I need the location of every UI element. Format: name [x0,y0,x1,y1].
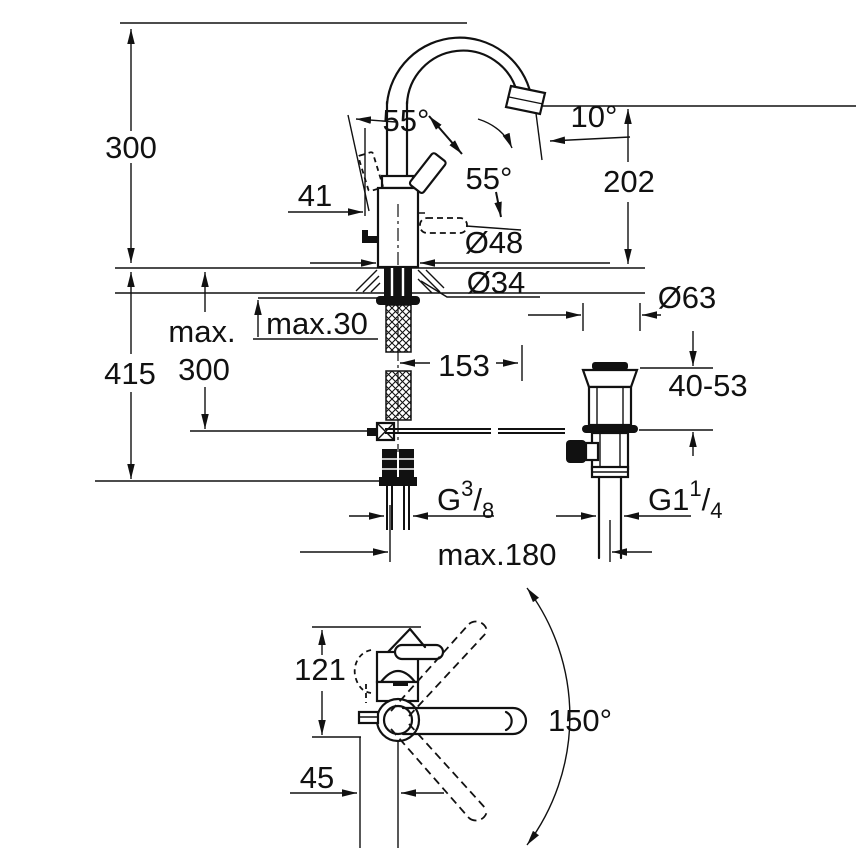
hose-nut-flange [379,477,417,486]
dim-label-dia34: Ø34 [467,265,526,300]
dim-g38: G3/8 [349,476,494,523]
dim-dia48: Ø48 [310,225,610,267]
drain-tailpipe [597,475,623,560]
dim-300: 300 [105,29,157,263]
thread-label-g38: G3/8 [437,476,494,523]
handle-dashed-outline [353,649,372,694]
rod-knob [566,440,586,463]
supply-hoses [386,486,410,530]
lever-top-view [393,643,445,661]
dim-40-53: 40-53 [639,331,748,456]
spout-pipe [385,100,409,178]
dim-label-dia48: Ø48 [465,225,524,260]
dim-label-415: 415 [104,356,156,391]
dim-label-max: max. [168,314,235,349]
lever-handle-horizontal-dashed [419,217,468,234]
drain-top-cap [592,362,628,370]
wall-reference-lines [359,737,399,848]
dim-202: 202 [603,109,655,264]
dim-45: 45 [290,760,444,797]
angle-label-150deg: 150° [548,703,612,738]
dim-label-300: 300 [105,130,157,165]
hose-nut-right [399,449,414,484]
spout-outer-arc [385,36,533,106]
dim-max180: max.180 [300,505,652,572]
threaded-shank-lower [385,370,412,421]
dim-label-40-53: 40-53 [668,368,747,403]
dim-121: 121 [294,626,421,738]
threaded-shank-upper [385,304,412,353]
dim-41: 41 [288,128,425,217]
swivel-base-inner [382,704,414,736]
dim-label-202: 202 [603,164,655,199]
lever-handle [408,152,447,194]
base-washer [376,296,420,305]
spout-inner-arc [405,49,519,106]
drain-flange [581,368,639,389]
angle-label-55deg-right: 55° [466,161,513,196]
drain-assembly [566,362,639,560]
dim-label-121: 121 [294,652,346,687]
body-dome-arc [379,669,417,684]
dim-g114: G11/4 [556,476,722,523]
dim-415: 415 [104,272,156,479]
dim-150deg: 150° [526,587,612,846]
spout-top-view [401,706,528,736]
pop-up-knob [362,230,377,243]
faucet-front [357,36,547,452]
thread-label-g114: G11/4 [648,476,722,523]
dim-max30: max.30 [253,297,378,341]
dim-label-max180: max.180 [438,537,557,572]
angle-label-10deg: 10° [571,99,618,134]
dim-55deg-right: 55° [466,118,522,231]
dim-label-153: 153 [438,348,490,383]
dim-label-41: 41 [298,178,332,213]
spout-swivel-position-lower [390,723,488,822]
dim-label-dia63: Ø63 [658,280,717,315]
dim-153: 153 [400,345,523,383]
drain-oring [582,425,638,433]
faucet-top [353,620,528,822]
mounting-shank [367,268,420,530]
swivel-arc [526,587,571,846]
rod-knob-collar [584,441,600,462]
pop-up-rod [385,428,565,434]
reference-lines [95,22,856,482]
hose-nut-left [382,449,397,484]
dim-10deg: 10° [532,89,631,161]
drain-upper-body [587,385,633,427]
spout-swivel-position-upper [390,620,488,717]
spout-collar [380,174,415,190]
dim-dia63: Ø63 [528,280,716,331]
dim-label-max-300: 300 [178,352,230,387]
dim-max300: max. 300 [168,272,236,429]
dim-dia34: Ø34 [420,265,540,300]
lever-handle-dashed-position [357,151,384,192]
front-view: 300 415 max. 300 202 10° [95,22,856,572]
dim-label-max30: max.30 [266,306,368,341]
top-view: 121 45 [290,587,612,848]
counter-hatching [355,269,445,294]
dim-label-45: 45 [300,760,334,795]
